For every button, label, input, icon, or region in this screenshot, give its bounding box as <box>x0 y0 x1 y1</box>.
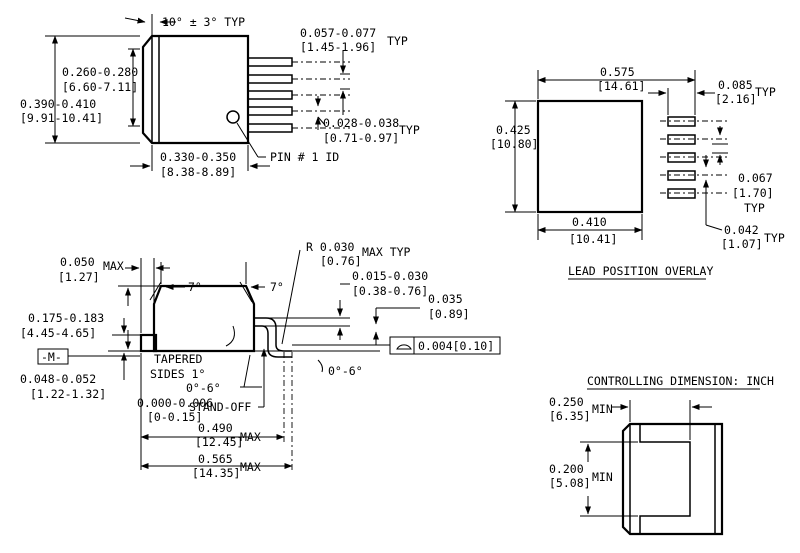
tolerance-value: 0.004[0.10] <box>418 339 494 353</box>
len2-in: 0.565 <box>198 452 233 466</box>
overlay-small-pads <box>660 116 730 199</box>
pad-len-mm: [2.16] <box>715 92 757 106</box>
flatness-icon <box>396 344 412 350</box>
radius-mm: [0.76] <box>320 254 362 268</box>
lead-pitch-typ: TYP <box>387 34 408 48</box>
standoff-mm: [0-0.15] <box>147 410 202 424</box>
pad-outline <box>621 422 724 536</box>
min1-mm: [6.35] <box>549 409 591 423</box>
seat-angle: 0°-6° <box>328 364 363 378</box>
standoff-label: STAND-OFF <box>189 400 251 414</box>
len1-in: 0.490 <box>198 421 233 435</box>
control-view: CONTROLLING DIMENSION: INCH 0.250 [6.35]… <box>549 374 774 536</box>
body-width-mm: [6.60-7.11] <box>62 80 138 94</box>
overlay-width-mm: [14.61] <box>597 79 645 93</box>
lead-width-in: 0.028-0.038 <box>323 116 399 130</box>
lead-pitch-mm: [1.45-1.96] <box>300 40 376 54</box>
pad-pitch-typ: TYP <box>744 201 765 215</box>
overlay-width-in: 0.575 <box>600 65 635 79</box>
pad-w-mm: [1.07] <box>721 237 763 251</box>
angle-left: 7° <box>188 280 202 294</box>
lead-width-mm: [0.71-0.97] <box>323 131 399 145</box>
overall-width-mm: [9.91-10.41] <box>20 111 103 125</box>
body-length-mm: [8.38-8.89] <box>160 165 236 179</box>
min2-in: 0.200 <box>549 462 584 476</box>
body-length-in: 0.330-0.350 <box>160 150 236 164</box>
height-in: 0.175-0.183 <box>28 311 104 325</box>
side-view: -M- 0.004[0.10] 0.050 MAX [1.27] 7° 7° R… <box>20 240 501 480</box>
overall-width-in: 0.390-0.410 <box>20 97 96 111</box>
min2-label: MIN <box>592 470 613 484</box>
radius-max: MAX TYP <box>362 245 411 259</box>
lead-pitch-in: 0.057-0.077 <box>300 26 376 40</box>
angle-label: 10° ± 3° TYP <box>162 15 245 29</box>
inner-width-mm: [10.41] <box>569 232 617 246</box>
tab-thk-mm: [1.22-1.32] <box>30 387 106 401</box>
overlay-height-mm: [10.80] <box>490 137 538 151</box>
angle-right: 7° <box>270 280 284 294</box>
height-mm: [4.45-4.65] <box>20 326 96 340</box>
lead-thk-in: 0.015-0.030 <box>352 269 428 283</box>
overlay-pad-large <box>536 99 644 214</box>
lead-h-mm: [0.89] <box>428 307 470 321</box>
foot-angle: 0°-6° <box>186 381 221 395</box>
max-tab-in: 0.050 <box>60 255 95 269</box>
pad-w-in: 0.042 <box>724 223 759 237</box>
pad-inner <box>639 424 691 534</box>
pad-pitch-mm: [1.70] <box>732 186 774 200</box>
inner-width-in: 0.410 <box>572 215 607 229</box>
side-body <box>152 284 256 353</box>
datum-label: -M- <box>41 350 62 364</box>
overlay-view: 0.575 [14.61] 0.085 [2.16] TYP 0.425 [10… <box>490 65 785 280</box>
min1-in: 0.250 <box>549 395 584 409</box>
overlay-caption: LEAD POSITION OVERLAY <box>568 264 713 278</box>
tapered-1: TAPERED <box>154 352 203 366</box>
min1-label: MIN <box>592 402 613 416</box>
max-tab-label: MAX <box>103 259 124 273</box>
standoff-in: 0.000-0.006 <box>137 396 213 410</box>
min2-mm: [5.08] <box>549 476 591 490</box>
len2-mm: [14.35] <box>192 466 240 480</box>
max-tab-mm: [1.27] <box>58 270 100 284</box>
lead-h-in: 0.035 <box>428 292 463 306</box>
pad-pitch-in: 0.067 <box>738 171 773 185</box>
len1-max: MAX <box>240 430 261 444</box>
pad-w-typ: TYP <box>764 231 785 245</box>
top-view: 10° ± 3° TYP 0.057-0.077 [1.45-1.96] TYP… <box>20 14 420 179</box>
radius-label: R 0.030 <box>306 240 355 254</box>
lead-thk-mm: [0.38-0.76] <box>352 284 428 298</box>
tapered-2: SIDES 1° <box>150 367 205 381</box>
control-caption: CONTROLLING DIMENSION: INCH <box>587 374 774 388</box>
lead-width-typ: TYP <box>399 123 420 137</box>
pad-len-in: 0.085 <box>718 78 753 92</box>
len1-mm: [12.45] <box>195 435 243 449</box>
pin-id-label: PIN # 1 ID <box>270 150 339 164</box>
overlay-height-in: 0.425 <box>496 123 531 137</box>
tab-thk-in: 0.048-0.052 <box>20 372 96 386</box>
len2-max: MAX <box>240 460 261 474</box>
pin1-circle <box>226 110 240 124</box>
pad-len-typ: TYP <box>755 85 776 99</box>
top-leads <box>247 57 350 133</box>
body-width-in: 0.260-0.280 <box>62 65 138 79</box>
